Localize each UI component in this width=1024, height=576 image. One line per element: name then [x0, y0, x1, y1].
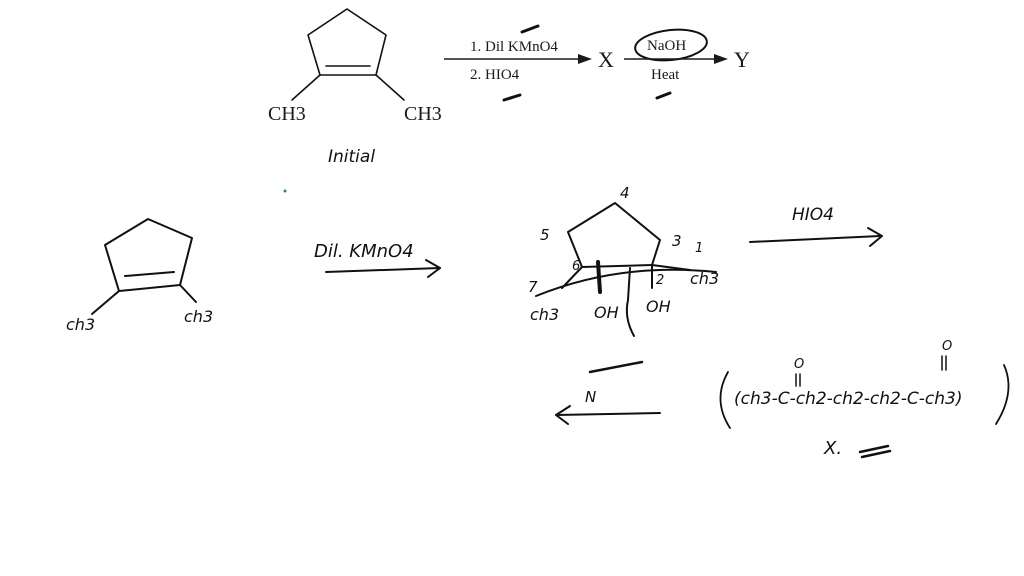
- diol-ch3-right: ch3: [690, 269, 719, 288]
- diol-oh-right: OH: [646, 297, 671, 316]
- product-x: X: [598, 47, 614, 72]
- diketone-double-bonds: [795, 355, 947, 387]
- bottom-arrow-label: N: [585, 388, 596, 406]
- hand-diol-ring: [535, 202, 717, 337]
- printed-cyclopentene: [291, 8, 405, 101]
- reagent-hio4-label: HIO4: [792, 205, 834, 225]
- ring-number-5: 5: [540, 226, 550, 244]
- ring-number-3: 3: [672, 232, 682, 250]
- ring-number-7: 7: [528, 278, 538, 296]
- step2-arrow: [624, 54, 728, 64]
- diketone-oxygen-right: O: [942, 339, 952, 354]
- ring-number-4: 4: [620, 184, 630, 202]
- ring-number-2: 2: [656, 273, 664, 288]
- step2-reagent-top: NaOH: [647, 38, 686, 54]
- stray-dot: [283, 189, 287, 193]
- initial-label: Initial: [328, 147, 375, 167]
- step1-arrow: [444, 54, 592, 64]
- ring-number-6: 6: [572, 259, 580, 274]
- printed-ch3-right: CH3: [404, 103, 442, 125]
- kmno4-arrow: [325, 259, 441, 278]
- hio4-arrow: [749, 227, 883, 247]
- naoh-circle-mark: [634, 28, 708, 62]
- hand-ch3-right: ch3: [184, 307, 213, 326]
- bottom-arrow: [555, 405, 661, 425]
- step1-reagent-line2: 2. HIO4: [470, 67, 520, 83]
- diketone-oxygen-left: O: [794, 357, 804, 372]
- product-y: Y: [734, 47, 750, 72]
- step2-reagent-bottom: Heat: [651, 67, 680, 83]
- hand-cyclopentene: [91, 218, 197, 315]
- diol-oh-left: OH: [594, 303, 619, 322]
- ring-number-1: 1: [695, 241, 703, 256]
- printed-ch3-left: CH3: [268, 103, 306, 125]
- reagent-kmno4-label: Dil. KMnO4: [314, 241, 414, 262]
- diol-ch3-left: ch3: [530, 305, 559, 324]
- diketone-label: X.: [823, 438, 842, 459]
- step1-reagent-line1: 1. Dil KMnO4: [470, 39, 558, 55]
- diketone-parens: [719, 364, 1010, 429]
- bottom-arrow-bar: [588, 360, 644, 374]
- hand-ch3-left: ch3: [66, 315, 95, 334]
- diketone-underline: [858, 444, 892, 459]
- emphasis-marks: [502, 24, 672, 102]
- diketone-formula: (ch3-C-ch2-ch2-ch2-C-ch3): [734, 389, 963, 409]
